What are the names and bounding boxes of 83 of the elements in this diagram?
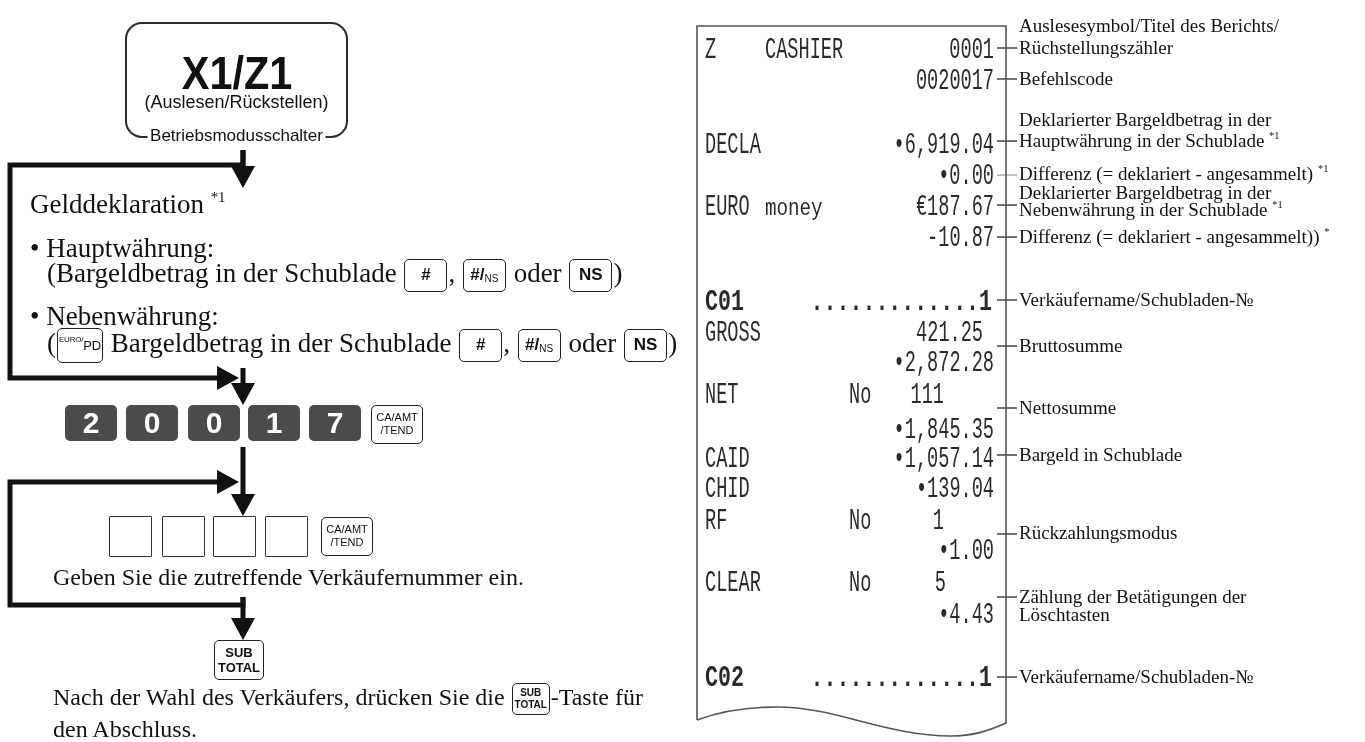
receipt-label: CHID <box>705 475 750 502</box>
callout-text: Nettosumme <box>1019 397 1117 419</box>
leader-line <box>996 78 1018 80</box>
number-key: 1 <box>248 405 300 441</box>
receipt-amount: •1,845.35 <box>893 416 994 443</box>
bullet-item: • Nebenwährung: <box>30 301 219 331</box>
key-cap: SUB TOTAL <box>214 640 264 680</box>
receipt-label: No <box>849 569 872 596</box>
bypass-arrow <box>7 150 246 390</box>
receipt-label: CLEAR <box>705 569 761 596</box>
leader-line <box>996 299 1018 301</box>
receipt-amount: •2,872.28 <box>893 350 994 376</box>
key-cap: NS <box>624 329 668 363</box>
receipt-label: C02 <box>705 665 744 691</box>
receipt-amount: 1 <box>932 508 944 534</box>
leader-line <box>996 407 1018 409</box>
leader-line <box>996 533 1018 535</box>
leader-line <box>996 140 1018 142</box>
leader-line <box>996 345 1018 347</box>
flow-arrow <box>231 597 255 640</box>
section-heading: Gelddeklaration $^{*1}$ <box>30 189 226 219</box>
callout-text: Bruttosumme <box>1019 335 1123 357</box>
number-key: 0 <box>126 405 178 441</box>
callout-text: Verkäufername/Schubladen-№ <box>1019 289 1254 311</box>
receipt-amount: 421.25 <box>916 320 983 346</box>
key-cap: #/$_{NS}$ <box>462 259 506 293</box>
leader-line <box>996 174 1018 176</box>
instruction-text: Geben Sie die zutreffende Verkäufernummer ein. <box>53 563 524 592</box>
receipt-amount: •1.00 <box>938 538 994 564</box>
receipt-label: No <box>849 381 872 408</box>
receipt-label: CASHIER <box>765 36 844 63</box>
receipt-amount: 5 <box>934 569 946 596</box>
flow-arrow <box>231 447 255 516</box>
callout-text: Rückzahlungsmodus <box>1019 522 1178 544</box>
callout-text: Verkäufername/Schubladen-№ <box>1019 666 1254 688</box>
callout-text: Differenz (= deklariert - angesammelt)) $^{*}$ <box>1019 226 1330 248</box>
leader-line <box>996 204 1018 206</box>
receipt-amount: 0020017 <box>915 68 994 94</box>
callout-text: Auslesesymbol/Titel des Berichts/ Rüchstellungszähler <box>1019 15 1349 59</box>
receipt-label: RF <box>705 508 728 534</box>
receipt-label: EURO <box>705 194 750 220</box>
receipt-label: C01 <box>705 289 744 315</box>
receipt-amount: •4.43 <box>938 602 994 628</box>
key-cap: # <box>404 259 448 293</box>
key-cap: NS <box>569 259 613 293</box>
key-cap: # <box>459 329 503 363</box>
number-key: 2 <box>65 405 117 441</box>
key-cap: #/$_{NS}$ <box>517 329 561 363</box>
receipt-amount: .............1 <box>810 665 992 691</box>
receipt-amount: .............1 <box>810 289 992 315</box>
receipt-label: CAID <box>705 445 750 472</box>
number-key: 0 <box>188 405 240 441</box>
receipt-label: Z <box>705 36 717 63</box>
receipt-amount: -10.87 <box>927 225 994 251</box>
receipt-amount: 111 <box>910 381 944 408</box>
receipt-amount: 0001 <box>949 36 994 63</box>
receipt-amount: •6,919.04 <box>893 131 994 158</box>
leader-line <box>996 454 1018 456</box>
leader-line <box>996 596 1018 598</box>
callout-text: Differenz (= deklariert - angesammelt) $^{*1}$ <box>1019 163 1329 185</box>
key-cap: CA/AMT /TEND <box>371 405 423 444</box>
key-cap: CA/AMT /TEND <box>321 517 373 556</box>
receipt-label: DECLA <box>705 131 761 158</box>
receipt-amount: •0.00 <box>938 162 994 189</box>
leader-line <box>996 236 1018 238</box>
flow-arrow <box>231 368 255 405</box>
callout-text: Zählung der Betätigungen der Löschtasten <box>1019 588 1339 624</box>
receipt-amount: €187.67 <box>915 194 994 220</box>
receipt-paper <box>696 25 1007 739</box>
key-cap: SUB TOTAL <box>511 683 550 716</box>
receipt-amount: •1,057.14 <box>893 445 994 472</box>
receipt-amount: •139.04 <box>915 475 994 502</box>
receipt-label: money <box>765 196 823 222</box>
callout-text: Befehlscode <box>1019 68 1113 90</box>
leader-line <box>996 676 1018 678</box>
callout-text: Deklarierter Bargeldbetrag in der Hauptwährung in der Schublade $^{*1}$ <box>1019 109 1349 151</box>
leader-line <box>996 47 1018 49</box>
callout-text: Deklarierter Bargeldbetrag in der Nebenwährung in der Schublade $^{*1}$ <box>1019 184 1349 218</box>
receipt-label: GROSS <box>705 320 761 346</box>
number-key: 7 <box>309 405 361 441</box>
receipt-label: NET <box>705 381 739 408</box>
callout-text: Bargeld in Schublade <box>1019 444 1183 466</box>
receipt-label: No <box>849 508 872 534</box>
